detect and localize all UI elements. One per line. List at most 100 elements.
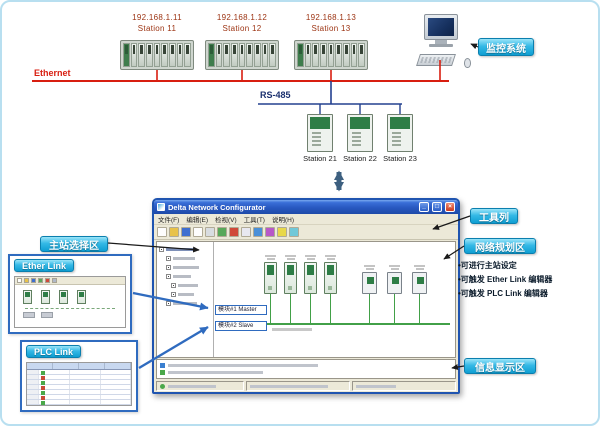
mouse-icon [464, 58, 471, 68]
tree-expander-icon[interactable] [166, 274, 171, 279]
toolbar-icon[interactable] [253, 227, 263, 237]
tree-item[interactable] [159, 245, 211, 254]
station-name: Station 11 [137, 23, 177, 33]
mini-table-cell [70, 395, 101, 399]
tree-expander-icon[interactable] [166, 265, 171, 270]
toolbar-icon[interactable] [241, 227, 251, 237]
minimize-button[interactable]: _ [419, 202, 429, 212]
toolbar-icon[interactable] [169, 227, 179, 237]
device-icon[interactable] [284, 262, 297, 294]
tree-label-bar [166, 248, 196, 251]
tree-label-bar [173, 257, 195, 260]
station-caption: 192.168.1.11 Station 11 [117, 13, 197, 35]
mini-client-area [15, 285, 125, 327]
tree-label-bar [173, 275, 191, 278]
canvas-device[interactable] [412, 264, 427, 323]
callout-planning-area: 网络规划区 [464, 238, 536, 254]
menu-tools[interactable]: 工具(T) [243, 217, 265, 224]
tree-expander-icon[interactable] [159, 247, 164, 252]
message-row [160, 369, 452, 376]
canvas-device[interactable] [304, 254, 317, 323]
mini-table-cell [101, 390, 131, 394]
network-planning-canvas[interactable]: 模块#1 Master 模块#2 Slave [214, 242, 455, 357]
rack-module [161, 43, 169, 67]
mini-device-icon [59, 290, 68, 304]
toolbar-icon[interactable] [217, 227, 227, 237]
canvas-device[interactable] [324, 254, 337, 323]
toolbar-icon[interactable] [205, 227, 215, 237]
device-link-line [310, 294, 311, 323]
device-caption [362, 264, 377, 272]
toolbar-icon[interactable] [181, 227, 191, 237]
canvas-device[interactable] [362, 264, 377, 323]
toolbar-icon[interactable] [193, 227, 203, 237]
mini-device-icon [77, 290, 86, 304]
mini-toolbar-icon [24, 278, 29, 283]
mini-table-cell [39, 370, 70, 375]
tree-expander-icon[interactable] [171, 283, 176, 288]
canvas-device[interactable] [284, 254, 297, 323]
ether-link-editor-thumbnail [14, 276, 126, 328]
mini-table-cell [39, 380, 70, 385]
tree-expander-icon[interactable] [171, 292, 176, 297]
mini-device-icon [41, 290, 50, 304]
tree-item[interactable] [166, 254, 211, 263]
rack-module [335, 43, 343, 67]
device-icon[interactable] [362, 272, 377, 294]
tree-item[interactable] [166, 299, 211, 308]
ether-link-panel: Ether Link [8, 254, 132, 334]
rack-module [138, 43, 146, 67]
menu-view[interactable]: 检视(V) [214, 217, 237, 224]
maximize-button[interactable]: □ [432, 202, 442, 212]
tree-item[interactable] [166, 263, 211, 272]
menu-edit[interactable]: 编辑(E) [186, 217, 208, 224]
caption-bar [326, 258, 335, 260]
tree-expander-icon[interactable] [166, 256, 171, 261]
planning-note: •可触发 Ether Link 编辑器 [458, 275, 553, 284]
device-icon[interactable] [264, 262, 277, 294]
toolbar [154, 225, 458, 240]
toolbar-icon[interactable] [277, 227, 287, 237]
module-annotation-master: 模块#1 Master [215, 305, 267, 315]
serial-device [387, 114, 413, 152]
project-tree[interactable] [157, 242, 214, 357]
toolbar-icon[interactable] [265, 227, 275, 237]
tree-item[interactable] [166, 272, 211, 281]
rack-module [184, 43, 192, 67]
device-icon[interactable] [324, 262, 337, 294]
planning-note: •可触发 PLC Link 编辑器 [458, 289, 548, 298]
tree-item[interactable] [171, 281, 211, 290]
message-text-bar [168, 364, 318, 367]
rack-module [231, 43, 238, 67]
caption-bar [389, 265, 400, 267]
canvas-device[interactable] [264, 254, 277, 323]
plc-rack [120, 40, 194, 70]
toolbar-icon[interactable] [289, 227, 299, 237]
network-bus-line [220, 323, 450, 325]
canvas-device[interactable] [387, 264, 402, 323]
mini-button [41, 312, 53, 318]
device-icon[interactable] [304, 262, 317, 294]
rack-module [350, 43, 358, 67]
module-annotation-slave: 模块#2 Slave [215, 321, 267, 331]
tree-item[interactable] [171, 290, 211, 299]
device-icon[interactable] [412, 272, 427, 294]
mini-toolbar-icon [17, 278, 22, 283]
toolbar-icon[interactable] [229, 227, 239, 237]
mini-table-cell [27, 385, 40, 389]
tree-expander-icon[interactable] [166, 301, 171, 306]
mini-table-cell [39, 400, 70, 405]
close-button[interactable]: × [445, 202, 455, 212]
mini-toolbar-icon [31, 278, 36, 283]
toolbar-icon[interactable] [157, 227, 167, 237]
message-panel[interactable] [156, 359, 456, 379]
caption-bar [365, 268, 374, 270]
window-titlebar[interactable]: Delta Network Configurator _ □ × [154, 200, 458, 214]
menu-help[interactable]: 说明(H) [271, 217, 294, 224]
device-icon[interactable] [387, 272, 402, 294]
mini-table-cell [70, 370, 101, 374]
station-ip: 192.168.1.12 [216, 13, 268, 22]
canvas-device-row [264, 254, 337, 323]
menu-file[interactable]: 文件(F) [158, 217, 180, 224]
